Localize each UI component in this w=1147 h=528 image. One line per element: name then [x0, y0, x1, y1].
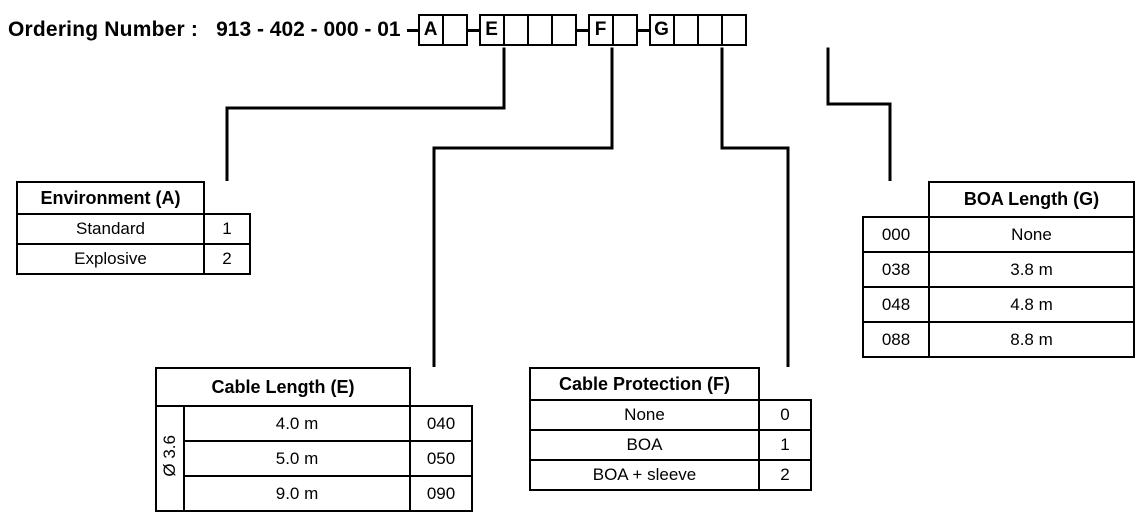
- environment-option-code: 1: [203, 213, 251, 245]
- cable-length-option-code: 050: [409, 440, 473, 477]
- code-cell-a-0[interactable]: A: [417, 14, 444, 46]
- header-spacer: [204, 182, 250, 214]
- cable-length-option-label: 9.0 m: [183, 475, 411, 512]
- cable-diameter-cell: Ø 3.6: [155, 405, 185, 512]
- ordering-number-row: Ordering Number : 913 - 402 - 000 - 01 A…: [8, 10, 747, 50]
- cable-length-table-title: Cable Length (E): [155, 367, 411, 407]
- header-spacer: [863, 182, 929, 217]
- boa-length-option-label: None: [928, 216, 1135, 253]
- table-row[interactable]: 000 None: [862, 216, 1135, 253]
- connector-f: [720, 47, 790, 369]
- connector-a: [225, 47, 506, 183]
- code-cell-e-1[interactable]: [502, 14, 529, 46]
- cable-protection-option-label: BOA + sleeve: [529, 459, 760, 491]
- cable-protection-table: Cable Protection (F) None 0 BOA 1 BOA + …: [529, 367, 812, 491]
- code-cell-g-0[interactable]: G: [648, 14, 675, 46]
- boa-length-option-label: 3.8 m: [928, 251, 1135, 288]
- table-row[interactable]: BOA + sleeve 2: [529, 459, 812, 491]
- cable-protection-option-label: BOA: [529, 429, 760, 461]
- boa-length-option-label: 4.8 m: [928, 286, 1135, 323]
- code-cell-f-1[interactable]: [611, 14, 638, 46]
- table-row[interactable]: 088 8.8 m: [862, 321, 1135, 358]
- table-row[interactable]: None 0: [529, 399, 812, 431]
- cable-length-option-code: 090: [409, 475, 473, 512]
- environment-option-label: Standard: [16, 213, 205, 245]
- table-row[interactable]: BOA 1: [529, 429, 812, 461]
- boa-length-option-code: 038: [862, 251, 930, 288]
- table-row[interactable]: 048 4.8 m: [862, 286, 1135, 323]
- boa-length-table: BOA Length (G) 000 None 038 3.8 m 048 4.…: [862, 181, 1135, 358]
- environment-table: Environment (A) Standard 1 Explosive 2: [16, 181, 251, 275]
- table-row[interactable]: 5.0 m 050: [156, 440, 473, 477]
- dash-separator-2: [576, 28, 588, 32]
- boa-length-table-title: BOA Length (G): [928, 181, 1135, 218]
- code-cell-e-3[interactable]: [550, 14, 577, 46]
- table-header-row: Cable Length (E): [155, 367, 472, 407]
- cable-length-option-label: 4.0 m: [183, 405, 411, 442]
- ordering-number-value: 913 - 402 - 000 - 01: [216, 18, 401, 41]
- code-cell-a-1[interactable]: [441, 14, 468, 46]
- environment-option-label: Explosive: [16, 243, 205, 275]
- cable-length-option-label: 5.0 m: [183, 440, 411, 477]
- header-spacer: [410, 368, 472, 406]
- ordering-number-label: Ordering Number :: [8, 18, 199, 41]
- code-cell-e-0[interactable]: E: [478, 14, 505, 46]
- code-group-g: G: [648, 14, 747, 46]
- cable-length-option-code: 040: [409, 405, 473, 442]
- environment-table-title: Environment (A): [16, 181, 205, 215]
- table-row[interactable]: 038 3.8 m: [862, 251, 1135, 288]
- cable-protection-option-code: 1: [758, 429, 812, 461]
- code-group-a: A: [417, 14, 468, 46]
- boa-length-option-code: 000: [862, 216, 930, 253]
- cable-protection-table-title: Cable Protection (F): [529, 367, 760, 401]
- dash-separator-1: [467, 28, 479, 32]
- code-group-e: E: [478, 14, 577, 46]
- table-header-row: Environment (A): [16, 181, 250, 215]
- code-cell-e-2[interactable]: [526, 14, 553, 46]
- table-row[interactable]: Ø 3.6 4.0 m 040: [155, 405, 473, 512]
- code-cell-g-1[interactable]: [672, 14, 699, 46]
- table-header-row: Cable Protection (F): [529, 367, 811, 401]
- connector-e: [432, 47, 614, 369]
- boa-length-option-code: 048: [862, 286, 930, 323]
- boa-length-option-label: 8.8 m: [928, 321, 1135, 358]
- code-cell-g-3[interactable]: [720, 14, 747, 46]
- table-row[interactable]: Explosive 2: [16, 243, 251, 275]
- code-cell-g-2[interactable]: [696, 14, 723, 46]
- code-group-f: F: [587, 14, 638, 46]
- code-cell-f-0[interactable]: F: [587, 14, 614, 46]
- table-header-row: BOA Length (G): [863, 181, 1135, 218]
- header-spacer: [759, 368, 811, 400]
- table-row[interactable]: Standard 1: [16, 213, 251, 245]
- boa-length-option-code: 088: [862, 321, 930, 358]
- cable-protection-option-code: 0: [758, 399, 812, 431]
- cable-protection-option-code: 2: [758, 459, 812, 491]
- cable-length-table: Cable Length (E) Ø 3.6 4.0 m 040 5.0 m 0…: [155, 367, 473, 512]
- cable-diameter-label: Ø 3.6: [160, 435, 179, 477]
- dash-separator-0: [406, 28, 418, 32]
- dash-separator-3: [637, 28, 649, 32]
- table-row[interactable]: 9.0 m 090: [156, 475, 473, 512]
- environment-option-code: 2: [203, 243, 251, 275]
- cable-protection-option-label: None: [529, 399, 760, 431]
